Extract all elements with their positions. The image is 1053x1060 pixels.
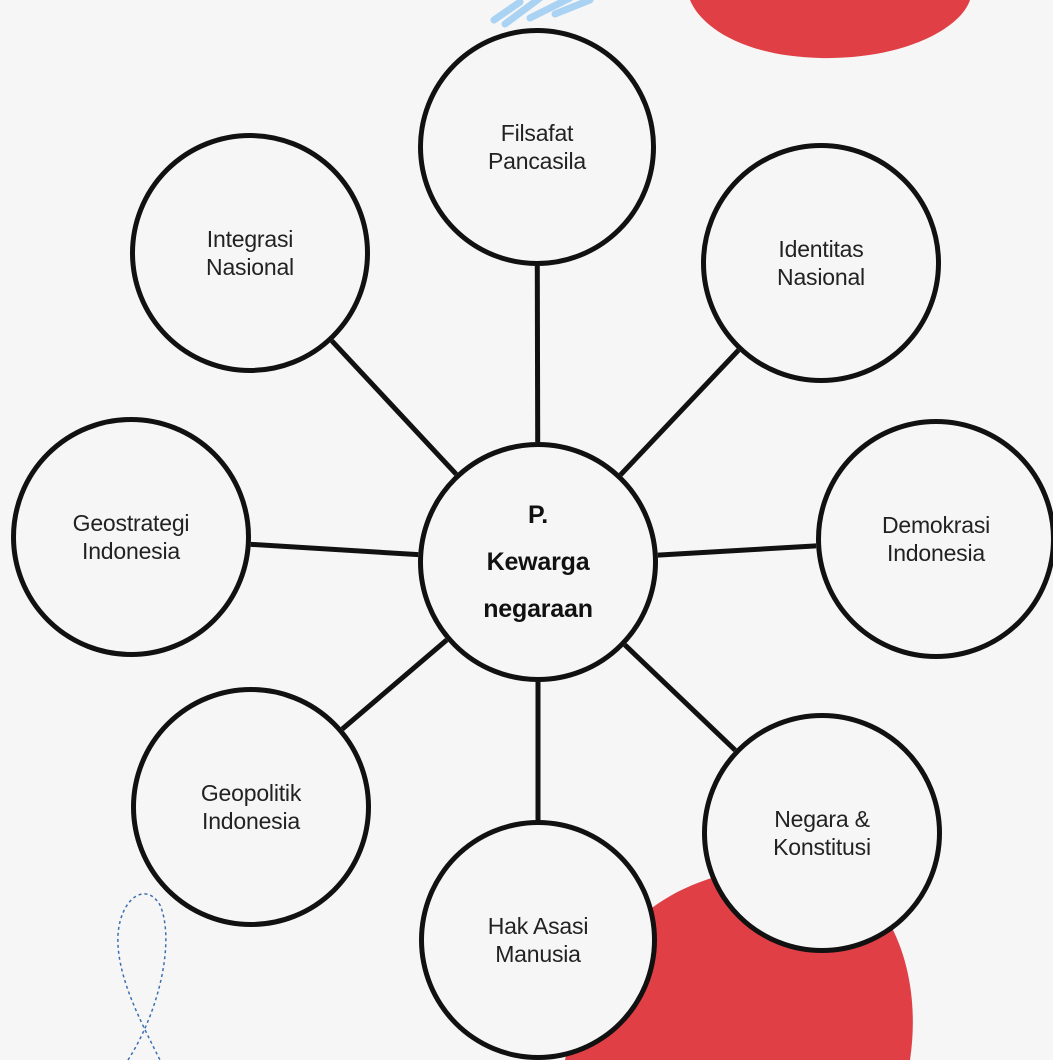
connector-lines [250,265,817,821]
connector-line [657,543,817,558]
connector-line [329,339,459,476]
connector-line [340,638,449,731]
node-label: Identitas Nasional [777,236,865,290]
center-node-label: P. Kewarga negaraan [483,500,593,623]
node-label: Filsafat Pancasila [488,120,586,174]
connector-line [250,541,419,558]
node-label: Geopolitik Indonesia [200,780,302,834]
node-negara-konstitusi: Negara & Konstitusi [702,713,942,953]
node-label: Negara & Konstitusi [773,806,871,860]
node-label: Demokrasi Indonesia [881,512,991,566]
center-node: P. Kewarga negaraan [418,442,658,682]
node-demokrasi-indonesia: Demokrasi Indonesia [816,419,1053,659]
red-blob-top-decoration [690,0,970,59]
node-hak-asasi-manusia: Hak Asasi Manusia [419,820,657,1060]
node-label: Integrasi Nasional [206,226,294,280]
connector-line [618,348,741,477]
node-integrasi-nasional: Integrasi Nasional [130,133,370,373]
node-geopolitik-indonesia: Geopolitik Indonesia [131,687,371,927]
node-filsafat-pancasila: Filsafat Pancasila [418,28,656,266]
dashed-loop-decoration [117,893,167,1060]
node-geostrategi-indonesia: Geostrategi Indonesia [11,417,251,657]
node-label: Geostrategi Indonesia [72,510,190,564]
node-identitas-nasional: Identitas Nasional [701,143,941,383]
node-label: Hak Asasi Manusia [487,913,589,967]
blue-brush-decoration [490,0,594,28]
connector-line [623,643,737,752]
